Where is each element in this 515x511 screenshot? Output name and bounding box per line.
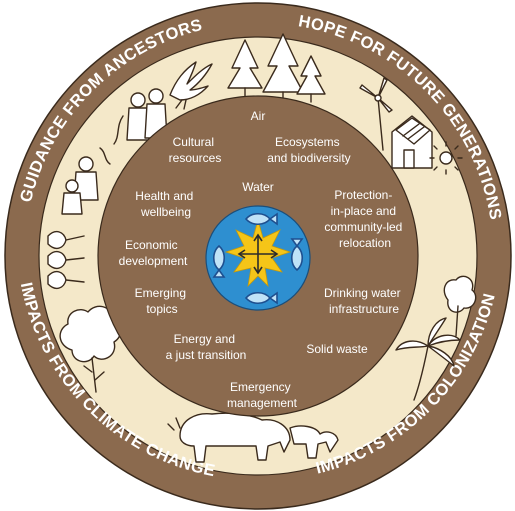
pine-trees-icon [227,33,326,103]
topic-ecosystems: Ecosystems and biodiversity [267,135,350,165]
topic-health: Health and wellbeing [135,189,196,219]
sun-icon [429,141,463,175]
eagle-icon [169,61,213,110]
sun-compass-icon [224,218,292,288]
topic-emergency: Emergency management [227,380,298,410]
topic-air: Air [251,109,266,123]
topic-solid-waste: Solid waste [306,342,368,356]
topic-cultural-resources: Cultural resources [169,135,222,165]
topic-drinking-water: Drinking water infrastructure [324,286,404,316]
topic-water: Water [242,180,274,194]
family-icon [61,147,111,215]
corn-icon [47,230,85,290]
solar-house-icon [391,115,433,169]
wind-turbine-icon [359,77,393,151]
topic-emerging: Emerging topics [135,286,190,316]
elders-icon [113,88,168,145]
bison-icon [167,412,339,463]
topic-energy: Energy and a just transition [166,332,247,362]
topic-protection: Protection- in-place and community-led r… [324,188,405,250]
center-emblem [205,205,311,311]
palm-tree-icon [395,275,477,401]
topic-economic: Economic development [119,238,188,268]
four-fish-icon [212,212,304,305]
